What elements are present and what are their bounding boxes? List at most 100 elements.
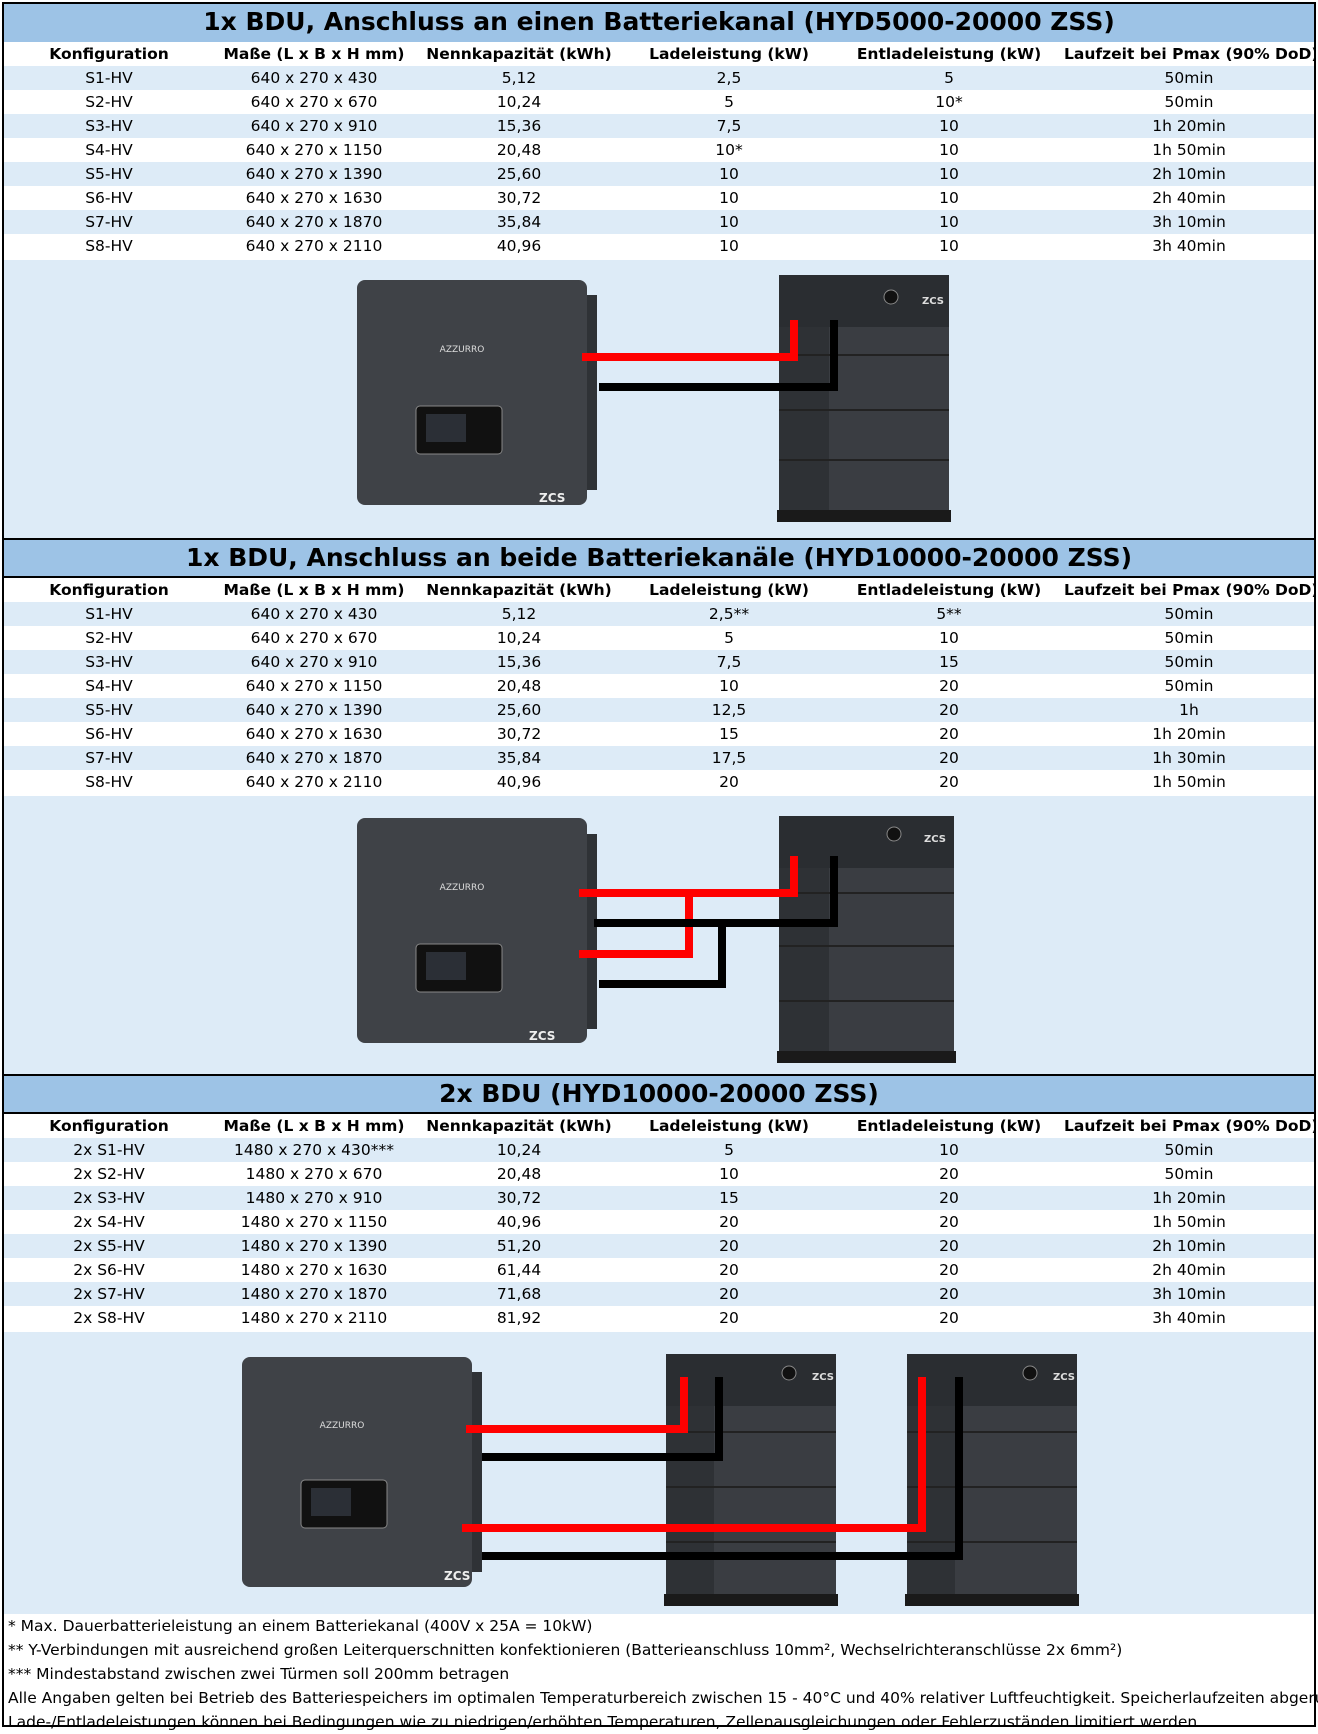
inverter-brand: AZZURRO (440, 345, 485, 355)
table-cell: 17,5 (624, 746, 834, 770)
table-cell: 20 (834, 770, 1064, 794)
table-cell: 30,72 (414, 186, 624, 210)
table-cell: 10,24 (414, 626, 624, 650)
table-cell: 10* (834, 90, 1064, 114)
table-cell: 1h 50min (1064, 138, 1314, 162)
table-cell: 10 (834, 162, 1064, 186)
table-cell: 10 (624, 1162, 834, 1186)
section-3-illustration: AZZURRO ZCS ZCS (4, 1332, 1314, 1614)
table-cell: 15,36 (414, 650, 624, 674)
table-cell: 20,48 (414, 138, 624, 162)
table-cell: 640 x 270 x 2110 (214, 770, 414, 794)
table-cell: 20,48 (414, 674, 624, 698)
table-cell: 20 (834, 746, 1064, 770)
table-cell: 1h (1064, 698, 1314, 722)
table-cell: 10* (624, 138, 834, 162)
table-header-row: Konfiguration Maße (L x B x H mm) Nennka… (4, 1114, 1314, 1138)
table-cell: 50min (1064, 66, 1314, 90)
table-cell: 20 (834, 1234, 1064, 1258)
table-cell: 10 (624, 162, 834, 186)
table-cell: 1480 x 270 x 910 (214, 1186, 414, 1210)
table-cell: S3-HV (4, 114, 214, 138)
table-cell: 1480 x 270 x 430*** (214, 1138, 414, 1162)
table-cell: 5 (624, 1138, 834, 1162)
table-cell: S1-HV (4, 602, 214, 626)
table-cell: 10 (624, 186, 834, 210)
table-cell: 10 (834, 186, 1064, 210)
zcs-logo: ZCS (922, 296, 944, 307)
table-cell: 5 (624, 626, 834, 650)
footnotes: * Max. Dauerbatterieleistung an einem Ba… (4, 1614, 1318, 1734)
table-cell: S6-HV (4, 186, 214, 210)
table-cell: 61,44 (414, 1258, 624, 1282)
table-cell: 50min (1064, 674, 1314, 698)
table-cell: 1480 x 270 x 1630 (214, 1258, 414, 1282)
table-cell: 15 (624, 1186, 834, 1210)
section-3-table: Konfiguration Maße (L x B x H mm) Nennka… (4, 1114, 1314, 1330)
table-cell: S4-HV (4, 138, 214, 162)
table-cell: 35,84 (414, 746, 624, 770)
inverter: AZZURRO ZCS (357, 280, 597, 505)
zcs-logo: ZCS (539, 491, 565, 505)
table-cell: 640 x 270 x 910 (214, 650, 414, 674)
battery-tower-1: ZCS (664, 1354, 838, 1606)
table-cell: 20 (834, 1258, 1064, 1282)
section-1-table: Konfiguration Maße (L x B x H mm) Nennka… (4, 42, 1314, 258)
zcs-logo: ZCS (924, 834, 946, 845)
table-cell: 20 (834, 674, 1064, 698)
section-2-illustration: AZZURRO ZCS ZCS (4, 796, 1314, 1074)
table-cell: 20 (834, 1162, 1064, 1186)
table-cell: S4-HV (4, 674, 214, 698)
table-cell: 640 x 270 x 1390 (214, 698, 414, 722)
table-cell: 20 (624, 1210, 834, 1234)
battery-tower: ZCS (777, 816, 956, 1063)
col-entladeleistung: Entladeleistung (kW) (834, 578, 1064, 602)
inverter-brand: AZZURRO (440, 883, 485, 893)
table-cell: 2,5** (624, 602, 834, 626)
table-cell: 20 (624, 1258, 834, 1282)
table-cell: 25,60 (414, 162, 624, 186)
table-cell: 7,5 (624, 650, 834, 674)
table-cell: 2,5 (624, 66, 834, 90)
col-laufzeit: Laufzeit bei Pmax (90% DoD) (1064, 1114, 1314, 1138)
table-cell: 15 (624, 722, 834, 746)
table-cell: S2-HV (4, 626, 214, 650)
table-cell: 2x S1-HV (4, 1138, 214, 1162)
table-cell: 10 (624, 234, 834, 258)
col-ladeleistung: Ladeleistung (kW) (624, 578, 834, 602)
table-cell: 50min (1064, 1162, 1314, 1186)
table-cell: 10 (834, 138, 1064, 162)
table-cell: S8-HV (4, 770, 214, 794)
table-cell: 2h 40min (1064, 186, 1314, 210)
col-entladeleistung: Entladeleistung (kW) (834, 1114, 1064, 1138)
table-cell: 10 (834, 234, 1064, 258)
table-cell: 3h 10min (1064, 210, 1314, 234)
table-cell: 1h 50min (1064, 1210, 1314, 1234)
col-laufzeit: Laufzeit bei Pmax (90% DoD) (1064, 578, 1314, 602)
table-cell: 15,36 (414, 114, 624, 138)
table-cell: 20 (834, 1210, 1064, 1234)
table-cell: 640 x 270 x 2110 (214, 234, 414, 258)
table-cell: 50min (1064, 602, 1314, 626)
table-cell: 20 (834, 1186, 1064, 1210)
table-cell: S7-HV (4, 210, 214, 234)
table-cell: 50min (1064, 1138, 1314, 1162)
zcs-logo: ZCS (529, 1029, 555, 1043)
dual-channel-diagram: AZZURRO ZCS ZCS (357, 816, 956, 1063)
table-cell: S6-HV (4, 722, 214, 746)
table-cell: 1h 20min (1064, 722, 1314, 746)
table-cell: 10 (624, 674, 834, 698)
table-cell: 640 x 270 x 430 (214, 602, 414, 626)
